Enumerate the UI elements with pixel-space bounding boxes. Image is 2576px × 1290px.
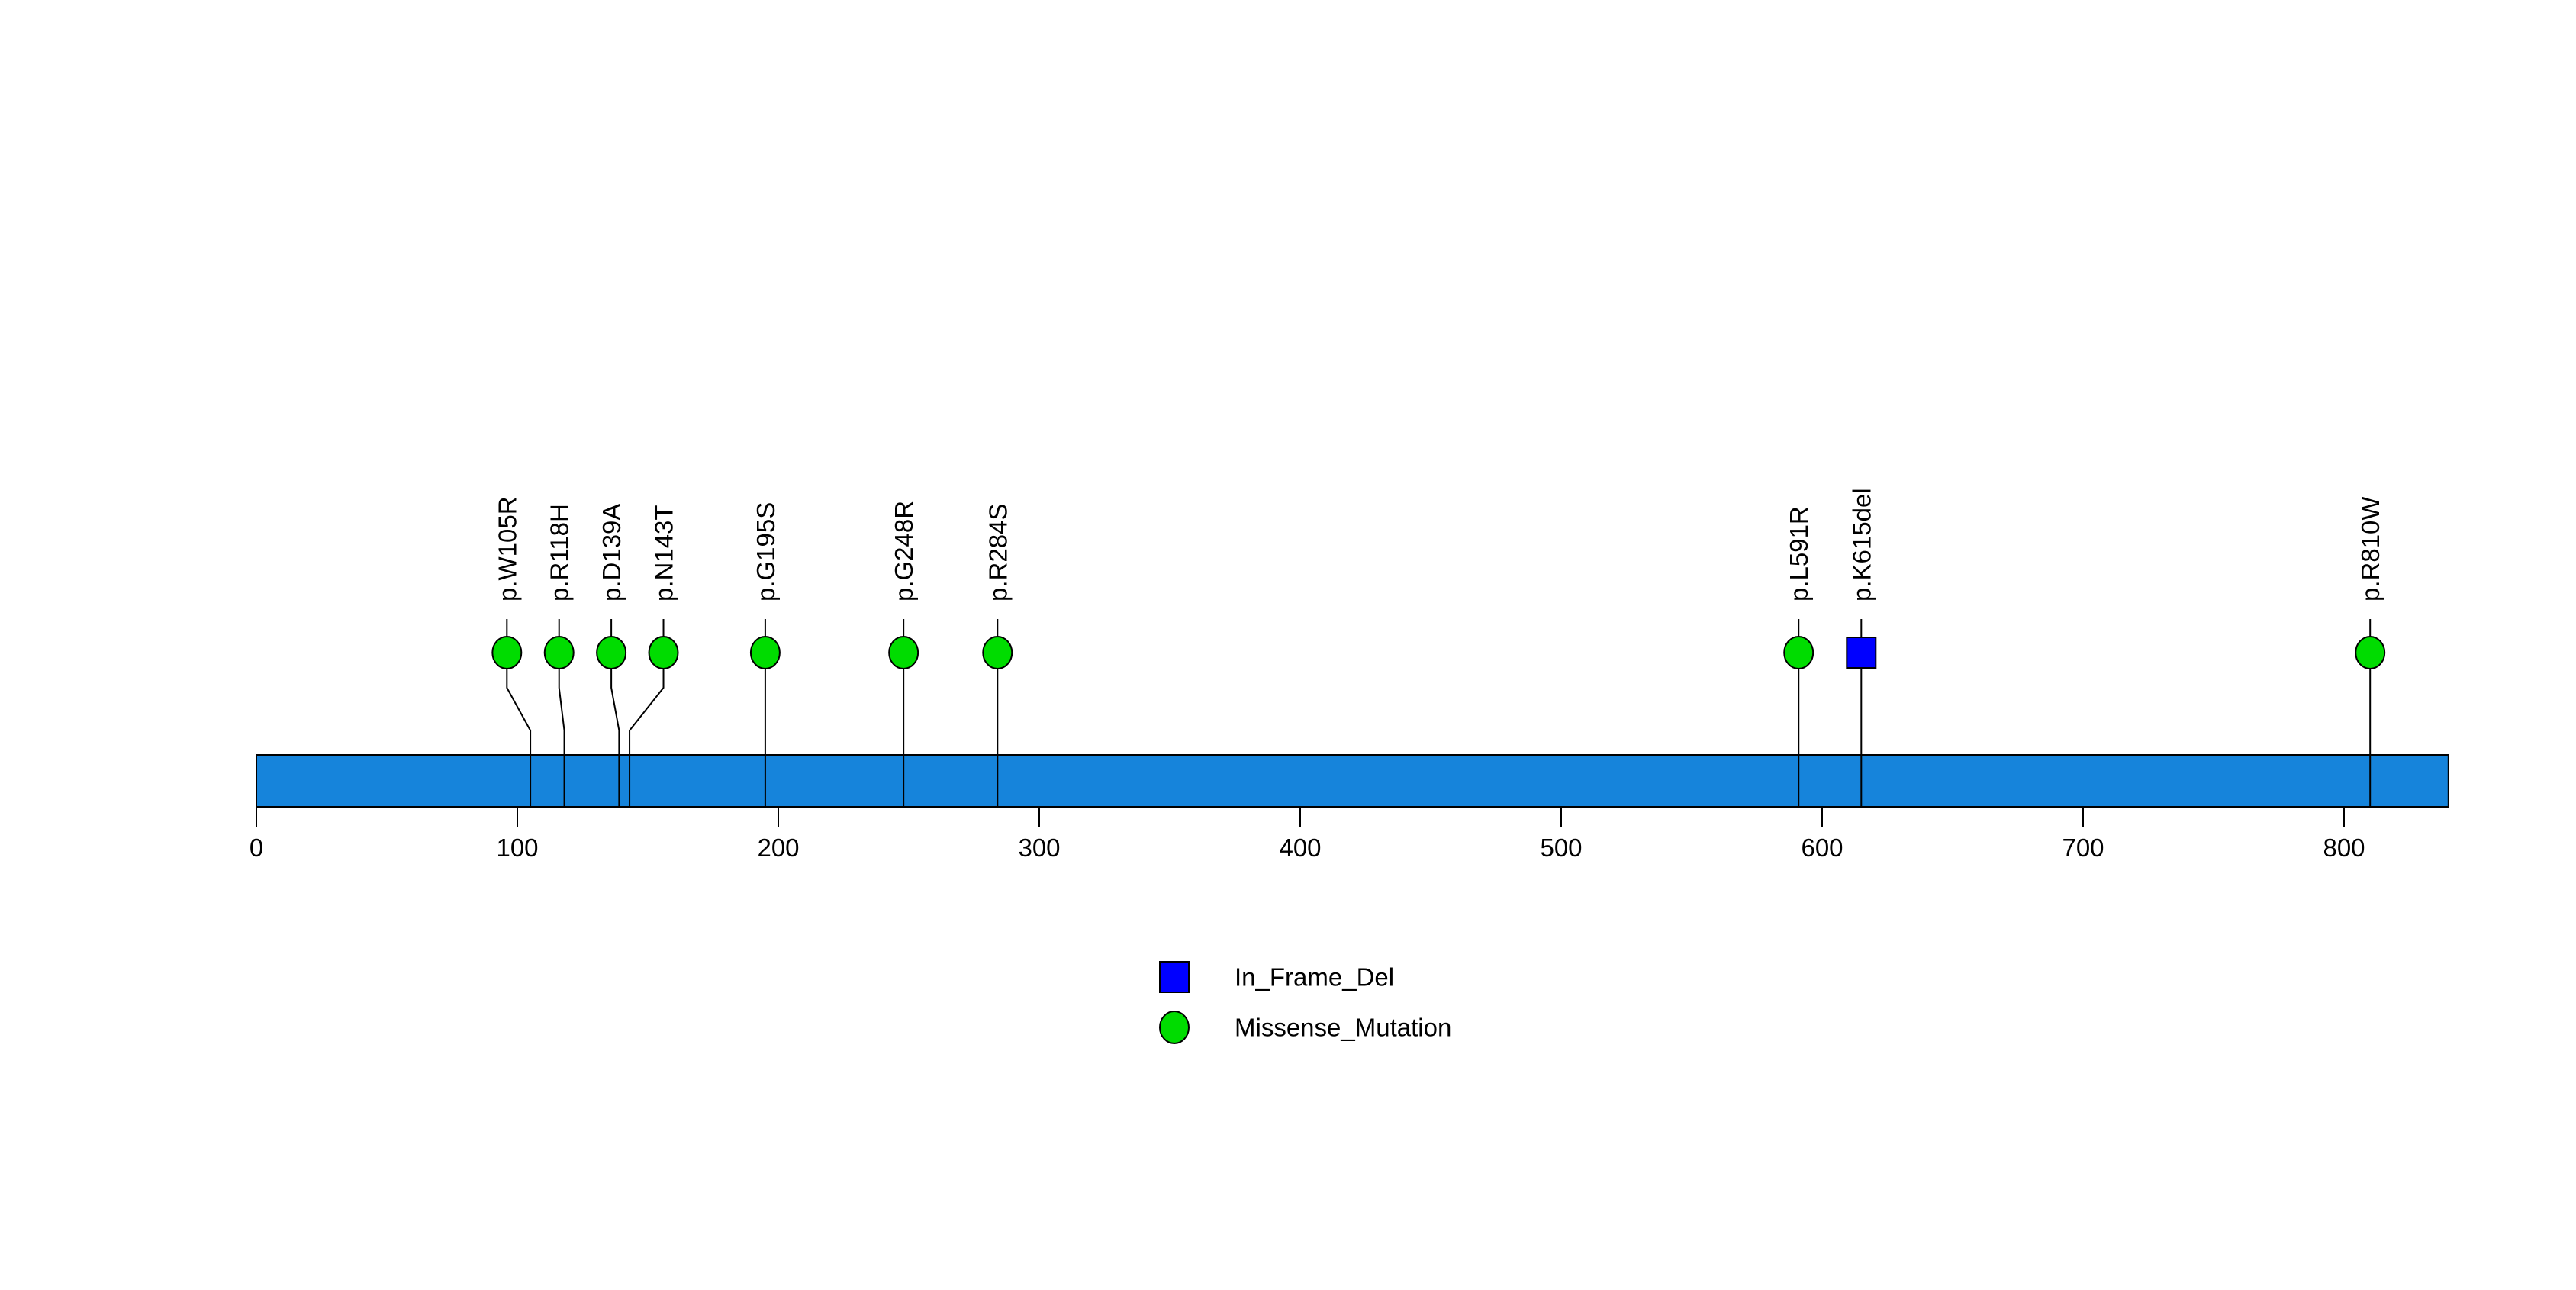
mutation-label: p.R284S (984, 504, 1012, 601)
mutation-marker-circle (648, 636, 679, 669)
mutation-marker-circle (982, 636, 1013, 669)
x-axis-tick-label: 200 (757, 834, 799, 862)
legend-swatch-circle (1159, 1011, 1190, 1044)
x-axis-tick-label: 600 (1801, 834, 1843, 862)
mutation-label: p.K615del (1847, 488, 1876, 601)
legend-label: In_Frame_Del (1235, 963, 1394, 992)
mutation-label: p.R810W (2356, 496, 2384, 601)
mutation-label: p.D139A (597, 504, 626, 601)
x-axis-tick-label: 800 (2323, 834, 2365, 862)
mutation-label: p.L591R (1785, 506, 1813, 601)
mutation-marker-circle (596, 636, 627, 669)
mutation-marker-circle (1783, 636, 1814, 669)
x-axis-tick-label: 700 (2062, 834, 2104, 862)
legend-label: Missense_Mutation (1235, 1014, 1451, 1042)
markers-layer (491, 636, 2386, 669)
mutation-label: p.R118H (546, 504, 574, 601)
x-axis-tick-label: 500 (1540, 834, 1582, 862)
x-axis-tick-label: 400 (1279, 834, 1321, 862)
x-axis-tick-label: 0 (250, 834, 263, 862)
legend-swatch-square (1159, 961, 1190, 993)
mutation-marker-circle (2355, 636, 2386, 669)
backbone-layer (256, 754, 2449, 808)
x-axis-tick-label: 300 (1018, 834, 1060, 862)
mutation-label: p.G248R (890, 501, 918, 601)
mutation-marker-circle (543, 636, 575, 669)
mutation-label: p.G195S (752, 502, 780, 601)
mutation-label: p.W105R (493, 496, 521, 601)
mutation-marker-square (1846, 637, 1877, 669)
mutation-marker-circle (888, 636, 919, 669)
mutation-label: p.N143T (650, 505, 678, 601)
mutation-marker-circle (491, 636, 523, 669)
x-axis-tick-label: 100 (496, 834, 538, 862)
labels-layer: p.W105R p.R118H p.D139A p.N143T p.G195S p.G24… (493, 488, 2384, 601)
x-axis-layer: 0 100 200 300 400 500 600 700 800 (250, 807, 2365, 862)
mutation-marker-circle (749, 636, 781, 669)
protein-backbone-bar (256, 754, 2449, 808)
